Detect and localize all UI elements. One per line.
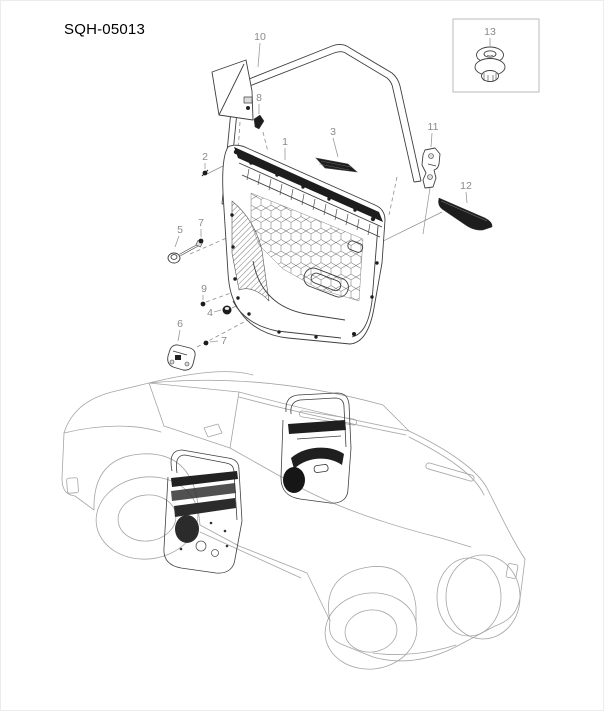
vehicle-outline [61, 371, 526, 670]
lock-knob-bezel-5 [167, 239, 203, 264]
callout-13[interactable]: 13 [484, 25, 496, 38]
callout-12[interactable]: 12 [460, 179, 472, 192]
rear-door-panel-floating [280, 392, 352, 504]
screw-2 [201, 169, 209, 177]
tweeter-grille [315, 157, 358, 173]
callout-9[interactable]: 9 [201, 282, 207, 295]
front-door-panel-installed [163, 449, 243, 574]
screw-7-lower [203, 340, 209, 346]
diagram-code-title: SQH-05013 [64, 21, 146, 38]
callout-3[interactable]: 3 [330, 125, 336, 138]
handle-cup [347, 240, 364, 253]
speaker-grille [231, 200, 270, 302]
door-trim-panel [222, 144, 386, 345]
fastener-13 [474, 46, 506, 82]
callout-2[interactable]: 2 [202, 150, 208, 163]
clip-8 [253, 114, 265, 130]
callout-5[interactable]: 5 [177, 223, 183, 236]
callout-7-upper[interactable]: 7 [198, 216, 204, 229]
callout-8[interactable]: 8 [256, 91, 262, 104]
trim-strip-12 [438, 197, 493, 231]
handle-bracket-6 [167, 344, 196, 371]
screw-7-upper [198, 238, 204, 244]
belt-molding [234, 147, 383, 222]
callout-leader-lines [174, 38, 491, 343]
callout-10[interactable]: 10 [254, 30, 266, 43]
fastener-13-detail-box [452, 18, 540, 93]
armrest-pull-cup [303, 267, 349, 298]
latch-bracket-11 [421, 147, 441, 189]
callout-6[interactable]: 6 [177, 317, 183, 330]
callout-1[interactable]: 1 [282, 135, 288, 148]
callout-7-lower[interactable]: 7 [221, 334, 227, 347]
callout-4[interactable]: 4 [207, 306, 213, 319]
callout-11[interactable]: 11 [427, 120, 439, 133]
screw-9 [200, 301, 206, 307]
grommet-clip-4 [222, 305, 232, 315]
